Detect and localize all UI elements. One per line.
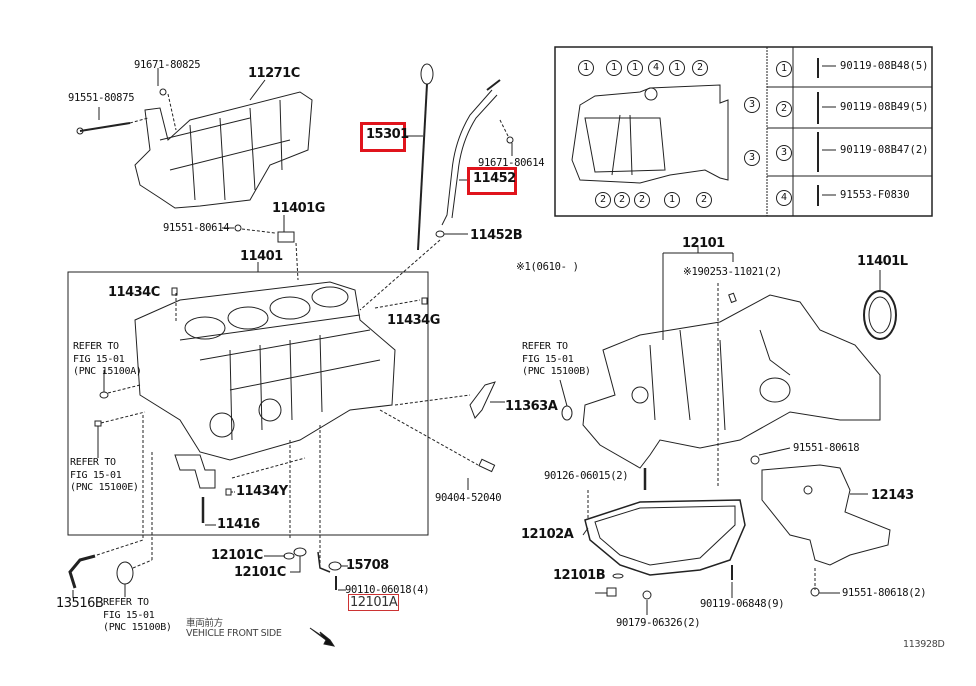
part-label[interactable]: 12101B [553, 568, 606, 583]
part-label[interactable]: 91551-80875 [68, 92, 135, 104]
part-label[interactable]: 91551-80618 [793, 442, 860, 454]
callout-circle: 4 [648, 60, 664, 76]
part-label[interactable]: 11452B [470, 228, 523, 243]
part-label[interactable]: 90119-06848(9) [700, 598, 785, 610]
intake-manifold-drawing [76, 68, 313, 209]
part-label[interactable]: 90110-06018(4) [345, 584, 430, 596]
reference-note[interactable]: REFER TO FIG 15-01 (PNC 15100B) [103, 597, 172, 633]
part-label[interactable]: 11416 [217, 517, 260, 532]
legend-number: 4 [776, 190, 792, 206]
part-label[interactable]: 90126-06015(2) [544, 470, 629, 482]
reference-note[interactable]: REFER TO FIG 15-01 (PNC 15100A) [73, 341, 142, 377]
part-label-highlighted[interactable]: 11452 [473, 171, 516, 186]
part-label[interactable]: 12102A [521, 527, 574, 542]
part-label-highlighted[interactable]: 15301 [366, 127, 409, 142]
block-assembly-frame [67, 271, 429, 536]
footnote-label: ※1(0610- ) [516, 261, 579, 273]
callout-circle: 3 [744, 97, 760, 113]
oil-pan-lower-drawing [582, 468, 746, 615]
part-label[interactable]: 11271C [248, 66, 300, 81]
legend-part[interactable]: 90119-08B47(2) [840, 144, 929, 156]
callout-circle: 2 [634, 192, 650, 208]
strainer-15708-drawing [317, 551, 331, 573]
legend-part[interactable]: 90119-08B49(5) [840, 101, 929, 113]
legend-number: 1 [776, 61, 792, 77]
legend-number: 2 [776, 101, 792, 117]
part-label[interactable]: 90404-52040 [435, 492, 502, 504]
dipstick-drawing [359, 63, 514, 311]
hose-13516b-drawing [68, 554, 96, 589]
part-label[interactable]: 12101 [682, 236, 725, 251]
part-label[interactable]: 11434G [387, 313, 440, 328]
callout-circle: 2 [595, 192, 611, 208]
front-arrow-icon [309, 627, 336, 647]
reference-note[interactable]: REFER TO FIG 15-01 (PNC 15100B) [522, 341, 591, 377]
highlight-box-11452 [467, 167, 517, 195]
part-label[interactable]: ※190253-11021(2) [683, 266, 782, 278]
legend-part[interactable]: 91553-F0830 [840, 189, 910, 201]
legend-part[interactable]: 90119-08B48(5) [840, 60, 929, 72]
illustration-code: 113928D [903, 639, 945, 650]
callout-circle: 2 [614, 192, 630, 208]
callout-circle: 1 [664, 192, 680, 208]
front-direction-en: VEHICLE FRONT SIDE [186, 628, 282, 639]
o-ring-drawing [116, 561, 134, 585]
callout-circle: 2 [692, 60, 708, 76]
part-label[interactable]: 11434Y [236, 484, 288, 499]
part-label[interactable]: 91551-80618(2) [842, 587, 927, 599]
cylinder-block-drawing [94, 281, 428, 565]
reference-note[interactable]: REFER TO FIG 15-01 (PNC 15100E) [70, 457, 139, 493]
part-label[interactable]: 91671-80825 [134, 59, 201, 71]
part-label[interactable]: 90179-06326(2) [616, 617, 701, 629]
part-label[interactable]: 11434C [108, 285, 160, 300]
part-label[interactable]: 12143 [871, 488, 914, 503]
part-label[interactable]: 91551-80614 [163, 222, 230, 234]
part-label[interactable]: 11363A [505, 399, 558, 414]
inset-bolt-layout [554, 46, 933, 217]
sensor-90404-drawing [478, 458, 496, 473]
baffle-12143-drawing [750, 447, 891, 597]
callout-circle: 3 [744, 150, 760, 166]
bearing-cap-drawing [174, 454, 216, 489]
part-label-highlighted[interactable]: 12101A [348, 594, 400, 611]
part-label[interactable]: 11401L [857, 254, 908, 269]
part-label[interactable]: 15708 [346, 558, 389, 573]
sensor-drawing [222, 215, 299, 281]
callout-circle: 2 [696, 192, 712, 208]
oil-pan-upper-drawing [559, 246, 897, 488]
callout-circle: 1 [627, 60, 643, 76]
callout-circle: 1 [578, 60, 594, 76]
part-label[interactable]: 11401G [272, 201, 325, 216]
legend-number: 3 [776, 145, 792, 161]
part-label[interactable]: 91671-80614 [478, 157, 545, 169]
part-label[interactable]: 12101C [211, 548, 263, 563]
callout-circle: 1 [606, 60, 622, 76]
part-label[interactable]: 12101C [234, 565, 286, 580]
callout-circle: 1 [669, 60, 685, 76]
part-label[interactable]: 13516B [56, 596, 104, 611]
part-label[interactable]: 11401 [240, 249, 283, 264]
front-direction-jp: 車両前方 [186, 618, 223, 629]
highlight-box-15301 [360, 122, 406, 152]
bracket-11363a-drawing [469, 381, 496, 419]
